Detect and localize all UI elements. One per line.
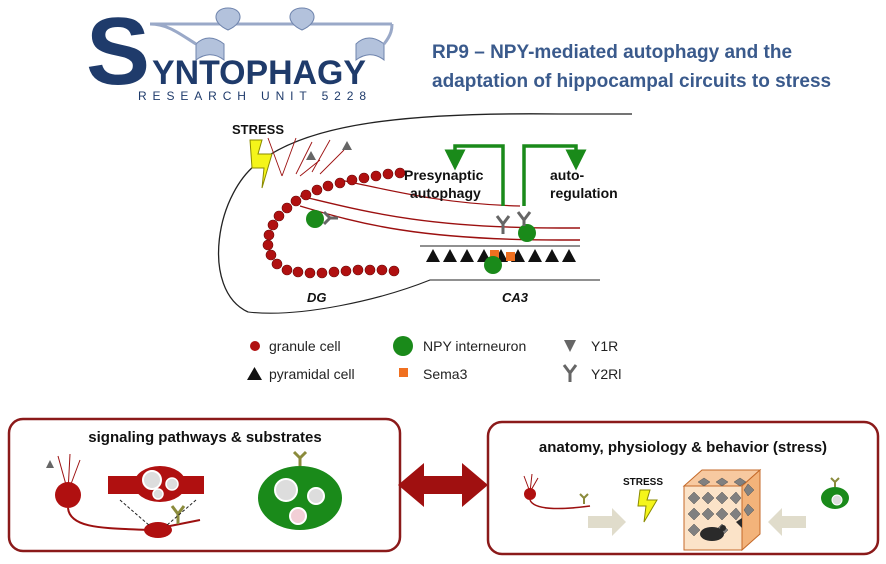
legend-granule-cell-label: granule cell	[269, 338, 341, 354]
syntophagy-logo: S YNTOPHAGY RESEARCH UNIT 5228	[86, 0, 394, 105]
synapse-shape	[215, 7, 241, 31]
legend-sema3-label: Sema3	[423, 366, 468, 382]
title-line-1: RP9 – NPY-mediated autophagy and the	[432, 42, 793, 63]
synapse-shape	[382, 23, 394, 45]
y1r-receptor	[306, 151, 316, 160]
title-line-2: adaptation of hippocampal circuits to st…	[432, 71, 832, 92]
legend-granule-cell-icon	[250, 341, 260, 351]
autoregulation-label: regulation	[550, 185, 618, 201]
granule-cell	[55, 482, 81, 508]
synapse-shape	[355, 37, 385, 62]
mossy-fiber	[339, 179, 521, 207]
hippocampus-outline	[247, 279, 600, 314]
autoregulation-label: auto-	[550, 167, 585, 183]
legend-sema3-icon	[399, 368, 408, 377]
granule-cell-layer	[262, 167, 406, 279]
legend-y2r-label: Y2Rl	[591, 366, 621, 382]
legend-npy-interneuron-label: NPY interneuron	[423, 338, 526, 354]
bouton	[144, 522, 172, 538]
page-title: RP9 – NPY-mediated autophagy and the ada…	[432, 38, 872, 96]
hippocampus-diagram: STRESS Presynaptic autophagy auto- regul…	[218, 113, 632, 314]
faded-arrow-left	[768, 508, 806, 536]
presynaptic-label: autophagy	[410, 185, 481, 201]
legend-y1r-icon	[564, 340, 576, 352]
presynaptic-label: Presynaptic	[404, 167, 484, 183]
stress-label: STRESS	[232, 122, 284, 137]
stress-bolt-icon-small	[637, 489, 658, 523]
y1r-receptor	[342, 141, 352, 150]
legend-pyramidal-cell-label: pyramidal cell	[269, 366, 355, 382]
granule-dendrites	[267, 137, 345, 177]
signaling-panel-title: signaling pathways & substrates	[88, 429, 321, 446]
sema3-marker	[490, 250, 499, 259]
npy-interneuron-ca3	[484, 256, 502, 274]
legend-pyramidal-cell-icon	[247, 367, 262, 380]
y2r-receptor-dg	[322, 210, 338, 226]
presynaptic-arrow	[444, 144, 505, 206]
ca3-label: CA3	[502, 290, 529, 305]
anatomy-panel: anatomy, physiology & behavior (stress) …	[486, 420, 880, 556]
legend-npy-interneuron-icon	[393, 336, 413, 356]
anatomy-panel-title: anatomy, physiology & behavior (stress)	[539, 439, 827, 456]
logo-name: YNTOPHAGY	[152, 54, 366, 92]
npy-interneuron-dg	[306, 210, 324, 228]
legend: granule cell pyramidal cell NPY interneu…	[247, 336, 621, 382]
autoregulation-arrow	[522, 144, 587, 206]
stress-bolt-icon	[249, 139, 273, 189]
npy-interneuron-ca3	[518, 224, 536, 242]
faded-arrow-right	[588, 508, 626, 536]
signaling-panel: signaling pathways & substrates	[7, 417, 402, 553]
synapse-shape	[149, 22, 197, 46]
synapse-shape	[195, 37, 225, 62]
right-stress-label: STRESS	[623, 477, 663, 488]
double-arrow	[398, 463, 488, 507]
y2r-receptor-ca3	[495, 211, 532, 234]
legend-y1r-label: Y1R	[591, 338, 618, 354]
pyramidal-cell-layer	[426, 249, 576, 262]
synapse-shape	[289, 7, 315, 31]
dg-label: DG	[307, 290, 327, 305]
legend-y2r-icon	[562, 364, 578, 382]
logo-letter-s: S	[86, 0, 150, 105]
mouse-icon	[700, 527, 724, 541]
sema3-marker	[506, 252, 515, 261]
